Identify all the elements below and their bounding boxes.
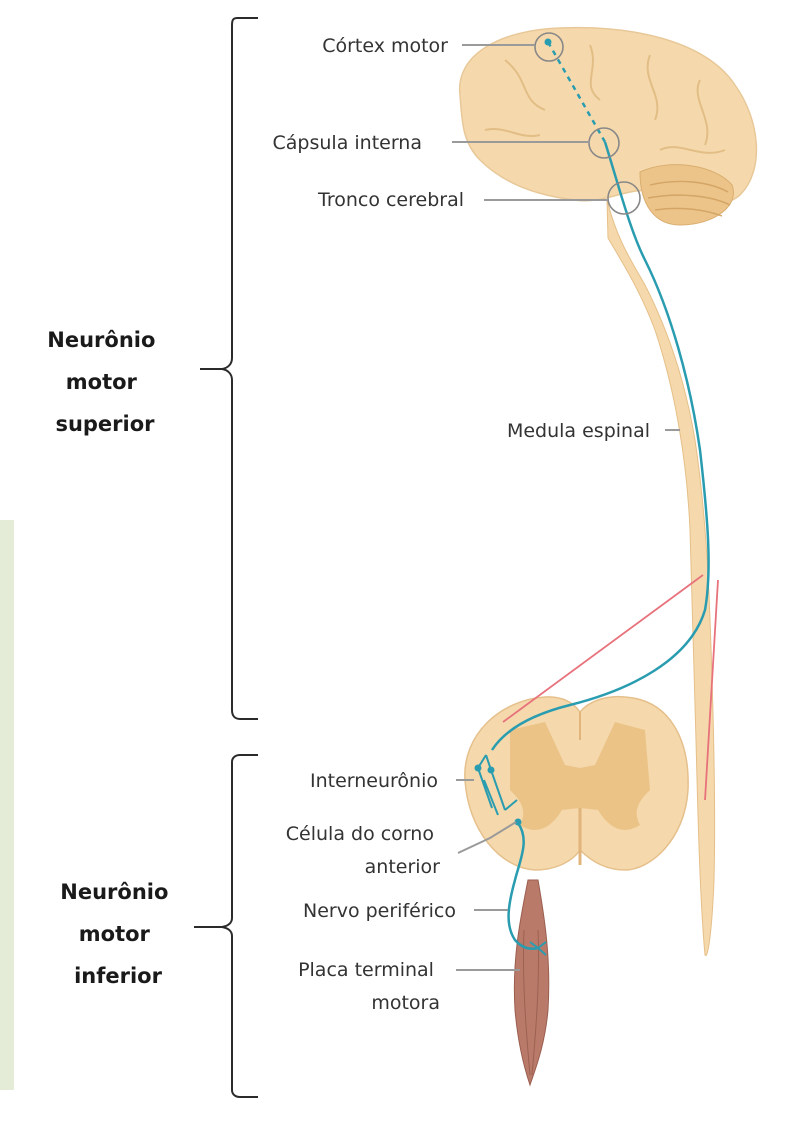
neuron-soma-interneuron [488,767,495,774]
lower-bracket [194,755,258,1097]
lower-motor-neuron-label: Neurônio motor inferior [60,880,175,988]
label-tronco-cerebral: Tronco cerebral [317,189,464,211]
left-edge-strip [0,520,14,1090]
label-capsula-interna: Cápsula interna [273,132,423,154]
spinal-cord-cross-section [465,697,688,870]
upper-motor-neuron-axon [492,142,709,750]
upper-motor-neuron-label: Neurônio motor superior [47,328,162,436]
neuron-soma-interneuron [475,765,482,772]
label-nervo-periferico: Nervo periférico [303,900,456,922]
neuron-soma-cortex [545,39,552,46]
label-cortex-motor: Córtex motor [322,35,448,57]
label-celula-corno-anterior: Célula do corno anterior [286,823,440,878]
muscle-shape [514,880,548,1085]
label-placa-terminal-motora: Placa terminal motora [298,959,440,1014]
label-interneuronio: Interneurônio [310,770,438,792]
muscle-illustration [514,880,548,1085]
label-medula-espinal: Medula espinal [507,420,650,442]
upper-bracket [200,18,258,719]
